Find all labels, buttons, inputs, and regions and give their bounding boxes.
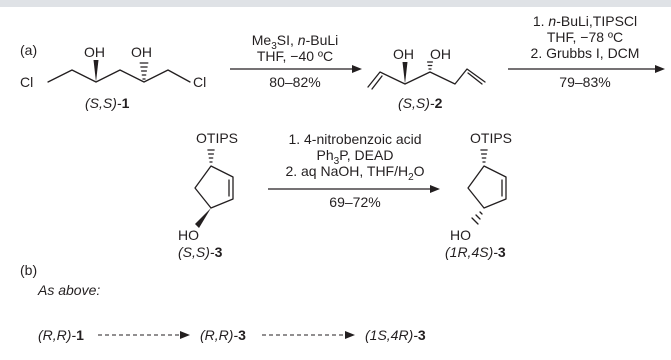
compound-3ss-ho: HO xyxy=(178,227,199,243)
step3-yield: 69–72% xyxy=(329,194,381,210)
top-border xyxy=(0,0,671,7)
panel-b-end-number: 3 xyxy=(417,327,426,343)
compound-3-inverted-stereo: (1R,4S)- xyxy=(445,244,498,260)
compound-1-oh-left: OH xyxy=(84,44,105,60)
panel-b-mid-stereo: (R,R)- xyxy=(200,327,239,343)
compound-2-oh-left: OH xyxy=(393,46,414,62)
compound-3-inverted-caption: (1R,4S)-3 xyxy=(445,244,506,260)
step2-yield: 79–83% xyxy=(559,74,611,90)
panel-a-label: (a) xyxy=(20,42,38,58)
step1-conditions-line1: Me3SI, n-BuLi xyxy=(251,32,339,52)
panel-b-start-number: 1 xyxy=(76,327,84,343)
compound-1-number: 1 xyxy=(121,95,130,111)
step2-conditions-line3: 2. Grubbs I, DCM xyxy=(530,45,640,61)
compound-3ss-caption: (S,S)-3 xyxy=(178,244,222,260)
compound-2-number: 2 xyxy=(434,95,443,111)
step3-conditions-line2: Ph3P, DEAD xyxy=(316,147,394,167)
compound-2-stereo: (S,S)- xyxy=(398,95,435,111)
compound-1-caption: (S,S)-1 xyxy=(85,95,129,111)
step1-conditions-line2: THF, −40 ºC xyxy=(256,48,334,64)
step3-conditions-line1: 1. 4-nitrobenzoic acid xyxy=(288,131,422,147)
panel-b-end-stereo: (1S,4R)- xyxy=(365,327,418,343)
step1-yield: 80–82% xyxy=(269,74,321,90)
compound-1-cl-left: Cl xyxy=(20,74,34,90)
compound-3-inverted-ho: HO xyxy=(450,227,471,243)
compound-1-oh-right: OH xyxy=(131,44,152,60)
panel-b-end: (1S,4R)-3 xyxy=(365,327,426,343)
panel-b-mid: (R,R)-3 xyxy=(200,327,246,343)
panel-b-start-stereo: (R,R)- xyxy=(38,327,77,343)
panel-b-mid-number: 3 xyxy=(238,327,246,343)
compound-1-cl-right: Cl xyxy=(193,74,207,90)
panel-b-note: As above: xyxy=(38,282,101,298)
compound-3ss-number: 3 xyxy=(214,244,223,260)
panel-b-label: (b) xyxy=(20,262,38,278)
compound-1-stereo: (S,S)- xyxy=(85,95,122,111)
step3-conditions-line3: 2. aq NaOH, THF/H2O xyxy=(285,163,425,183)
compound-2-caption: (S,S)-2 xyxy=(398,95,442,111)
compound-3ss-otips: OTIPS xyxy=(196,130,239,146)
step2-conditions-line1: 1. n-BuLi,TIPSCl xyxy=(532,13,638,29)
compound-3ss-stereo: (S,S)- xyxy=(178,244,215,260)
compound-3-inverted-otips: OTIPS xyxy=(470,130,513,146)
compound-3-inverted-number: 3 xyxy=(497,244,506,260)
compound-2-oh-right: OH xyxy=(430,46,451,62)
step2-conditions-line2: THF, −78 ºC xyxy=(546,29,624,45)
panel-b-start: (R,R)-1 xyxy=(38,327,84,343)
